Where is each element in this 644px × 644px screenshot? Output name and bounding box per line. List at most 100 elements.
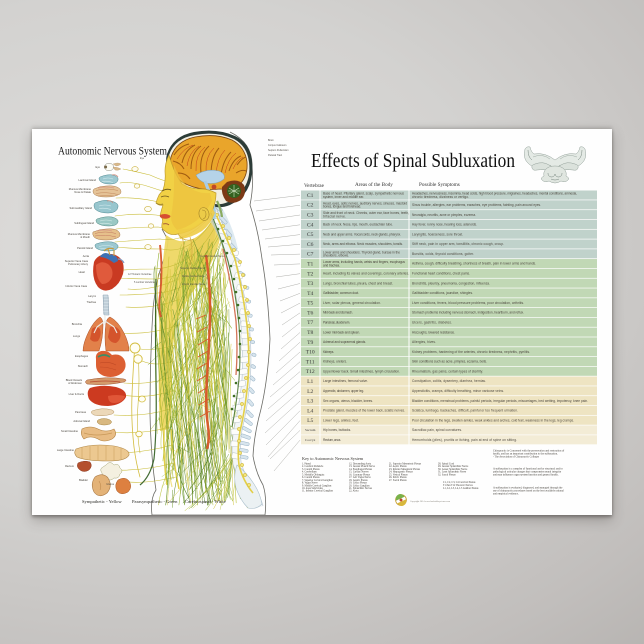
svg-text:11. Inferior Cervical Ganglion: 11. Inferior Cervical Ganglion: [302, 490, 334, 493]
svg-text:Gallbladder, common duct.: Gallbladder, common duct.: [323, 291, 359, 295]
svg-text:Prostate gland, muscles of the: Prostate gland, muscles of the lower bac…: [323, 409, 405, 413]
svg-text:T8: T8: [307, 330, 313, 336]
svg-text:system, inner and middle ear.: system, inner and middle ear.: [323, 195, 364, 199]
svg-text:Liver, solar plexus, general c: Liver, solar plexus, general circulation…: [323, 301, 381, 305]
svg-text:Lacrimal Gland: Lacrimal Gland: [79, 178, 97, 182]
svg-text:Hemorrhoids (piles), pruritis: Hemorrhoids (piles), pruritis or itching…: [412, 438, 517, 442]
svg-text:Rectum: Rectum: [65, 464, 74, 468]
svg-text:health, and has an important c: health, and has an important contributio…: [493, 453, 558, 456]
svg-text:shoulders, elbows.: shoulders, elbows.: [323, 254, 349, 258]
svg-text:Inferior Vena Cava: Inferior Vena Cava: [66, 284, 88, 288]
svg-text:9. Middle Cervical Ganglion: 9. Middle Cervical Ganglion: [302, 484, 332, 487]
svg-text:A subluxation is evaluated, di: A subluxation is evaluated, diagnosed, a…: [493, 487, 563, 490]
svg-text:Heart: Heart: [79, 270, 86, 274]
svg-text:Brain: Brain: [268, 139, 274, 142]
svg-text:Kidneys, ureters.: Kidneys, ureters.: [323, 360, 347, 364]
svg-text:Parotid Gland: Parotid Gland: [77, 246, 93, 250]
svg-text:Sublingual Gland: Sublingual Gland: [74, 221, 94, 225]
svg-text:Pulmonary Artery: Pulmonary Artery: [68, 262, 89, 266]
svg-text:Sacrum: Sacrum: [305, 428, 316, 432]
svg-text:15. Cardiac Nerves: 15. Cardiac Nerves: [349, 471, 369, 474]
svg-text:Stomach: Stomach: [78, 364, 89, 368]
svg-text:Rectum, anus.: Rectum, anus.: [323, 438, 341, 442]
svg-text:L5: L5: [307, 418, 313, 424]
svg-text:Poor circulation in the legs,: Poor circulation in the legs, swollen an…: [412, 418, 574, 422]
svg-text:Coccyx: Coccyx: [305, 438, 316, 442]
svg-text:Septum Pellucidum: Septum Pellucidum: [268, 149, 289, 152]
svg-text:C6: C6: [307, 242, 314, 248]
svg-text:T5: T5: [307, 301, 313, 307]
svg-text:27. Sacral Plexus: 27. Sacral Plexus: [389, 479, 407, 482]
svg-text:Larynx: Larynx: [88, 294, 96, 298]
svg-text:Liver conditions, fevers, bloo: Liver conditions, fevers, blood pressure…: [412, 301, 524, 305]
svg-text:Kidneys.: Kidneys.: [323, 350, 334, 354]
svg-text:Bladder: Bladder: [79, 478, 88, 482]
svg-text:T11: T11: [306, 359, 315, 365]
svg-text:Adrenal Gland: Adrenal Gland: [73, 419, 90, 423]
svg-text:Ulcers, gastritis, diabetes.: Ulcers, gastritis, diabetes.: [412, 320, 452, 324]
svg-text:Superior Vena Cava: Superior Vena Cava: [65, 259, 89, 263]
svg-text:Submaxillary Gland: Submaxillary Gland: [70, 206, 93, 210]
svg-text:14. Esophageal Plexus: 14. Esophageal Plexus: [349, 468, 372, 471]
svg-text:C4: C4: [307, 222, 314, 228]
svg-text:Corpus Callosum: Corpus Callosum: [268, 144, 286, 147]
svg-text:19. Celiac Plexus: 19. Celiac Plexus: [349, 482, 367, 485]
svg-text:T1: T1: [307, 261, 313, 267]
svg-text:Base of head. Pituitary gland,: Base of head. Pituitary gland, scalp, sy…: [323, 192, 404, 196]
svg-text:Hip bones, buttocks.: Hip bones, buttocks.: [323, 428, 351, 432]
svg-text:Superior Cardiac Nerve: Superior Cardiac Nerve: [180, 267, 206, 270]
svg-text:Adrenal and suprarenal glands.: Adrenal and suprarenal glands.: [323, 340, 366, 344]
svg-text:16. Coronary Plexus: 16. Coronary Plexus: [349, 473, 370, 476]
svg-text:2. Cerebral Peduncle: 2. Cerebral Peduncle: [302, 465, 324, 468]
svg-text:Gallbladder conditions, jaundi: Gallbladder conditions, jaundice, shingl…: [412, 291, 473, 295]
svg-text:& Mouth: & Mouth: [80, 235, 90, 239]
svg-text:Aorta: Aorta: [83, 254, 90, 258]
svg-text:25. Vesical Plexus: 25. Vesical Plexus: [389, 473, 408, 476]
svg-text:Sex organs, uterus, bladder, k: Sex organs, uterus, bladder, knees.: [323, 399, 373, 403]
svg-text:Laryngitis, hoarseness, sore t: Laryngitis, hoarseness, sore throat.: [412, 232, 463, 236]
svg-text:Heart, including its valves an: Heart, including its valves and covering…: [323, 272, 409, 276]
svg-text:8. Vagus Nerve: 8. Vagus Nerve: [302, 482, 318, 485]
svg-text:Cerebrospinal - White: Cerebrospinal - White: [185, 499, 226, 504]
svg-text:Bursitis, colds, thyroid condi: Bursitis, colds, thyroid conditions, goi…: [412, 252, 474, 256]
svg-text:Inferior Cardiac Nerve: Inferior Cardiac Nerve: [182, 283, 206, 286]
svg-text:Appendix, abdomen, upper leg.: Appendix, abdomen, upper leg.: [323, 389, 364, 393]
svg-text:Allergies, hives.: Allergies, hives.: [412, 340, 436, 344]
svg-text:Possible Symptoms: Possible Symptoms: [419, 182, 460, 188]
svg-text:trifacial nerve.: trifacial nerve.: [323, 214, 346, 218]
svg-text:Head, eyes, optic nerves, audi: Head, eyes, optic nerves, auditory nerve…: [323, 201, 407, 205]
svg-text:Mucous Membrane: Mucous Membrane: [68, 232, 91, 236]
svg-text:Nose & Palate: Nose & Palate: [74, 190, 91, 194]
svg-text:20. Celiac Ganglion: 20. Celiac Ganglion: [349, 484, 370, 487]
svg-text:Hay fever, runny nose, hearing: Hay fever, runny nose, hearing loss, ade…: [412, 223, 477, 227]
svg-text:Lungs, bronchial tubes, pleura: Lungs, bronchial tubes, pleura, chest an…: [323, 281, 393, 285]
svg-text:C1: C1: [307, 193, 314, 199]
svg-text:Hiccoughs, lowered resistance.: Hiccoughs, lowered resistance.: [412, 330, 455, 334]
svg-text:C2: C2: [307, 203, 314, 209]
svg-text:7. Superior Cervical Ganglion: 7. Superior Cervical Ganglion: [302, 479, 333, 482]
svg-text:Sacroiliac pain, spinal curvat: Sacroiliac pain, spinal curvatures.: [412, 428, 462, 432]
svg-text:and may influence organ system: and may influence organ system function …: [493, 474, 559, 477]
svg-text:13. Greater Planch Nerve: 13. Greater Planch Nerve: [349, 465, 376, 468]
svg-text:L1, L2, L3, L4, L5 Lumbar Plex: L1, L2, L3, L4, L5 Lumbar Plexus: [443, 487, 478, 490]
svg-text:Areas of the Body: Areas of the Body: [355, 181, 393, 188]
svg-text:Neck and upper arms. Vocal cor: Neck and upper arms. Vocal cords, neck g…: [323, 232, 401, 236]
svg-text:30. Lesser Splanchnic Nerve: 30. Lesser Splanchnic Nerve: [438, 468, 468, 471]
svg-text:Trachea: Trachea: [87, 300, 97, 304]
svg-text:Skin conditions such as acne,: Skin conditions such as acne, pimples, e…: [412, 360, 487, 364]
svg-text:5 Lumbar Vertebrae: 5 Lumbar Vertebrae: [134, 281, 156, 284]
svg-text:bones, tongue and forehead.: bones, tongue and forehead.: [323, 205, 361, 209]
svg-text:Parietal Tract: Parietal Tract: [268, 154, 282, 157]
svg-text:Esophagus: Esophagus: [75, 354, 89, 358]
svg-text:22. Aortic Plexus: 22. Aortic Plexus: [389, 465, 407, 468]
svg-text:Uterus: Uterus: [106, 482, 114, 486]
svg-text:Functional heart conditions, c: Functional heart conditions, chest pains…: [412, 272, 470, 276]
svg-text:5. Medulla Oblongata: 5. Medulla Oblongata: [302, 473, 325, 476]
svg-text:T7: T7: [307, 320, 313, 326]
svg-text:C5: C5: [307, 232, 314, 238]
svg-text:T4: T4: [307, 291, 313, 297]
svg-text:Bronchia: Bronchia: [72, 322, 83, 326]
svg-text:26. Pelvic Plexus: 26. Pelvic Plexus: [389, 476, 407, 479]
svg-text:Lungs: Lungs: [73, 334, 81, 338]
svg-text:L3: L3: [307, 399, 313, 405]
